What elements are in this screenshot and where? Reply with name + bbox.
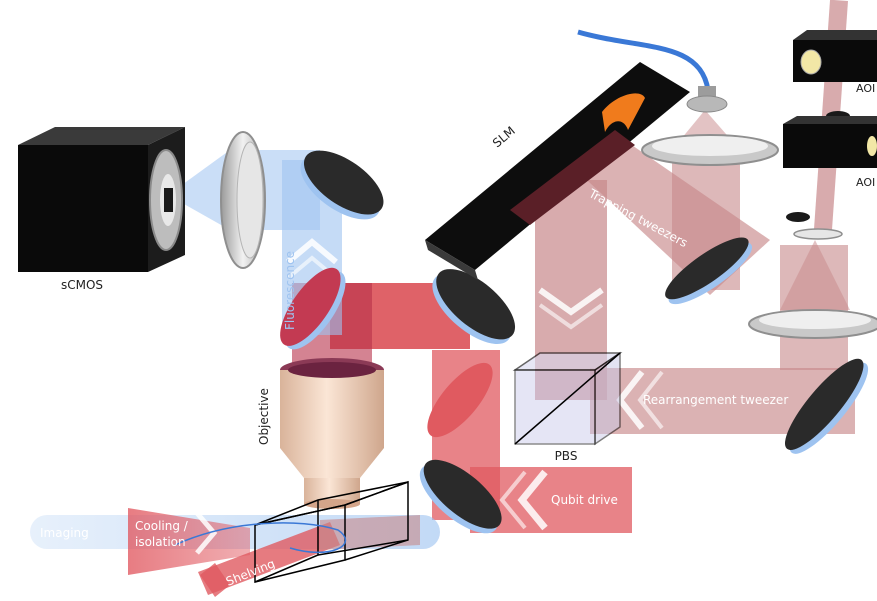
objective-label: Objective [257,388,271,445]
objective-lens [280,358,384,509]
aod-bottom-topface [783,116,877,124]
right-lens-face [759,311,871,329]
pbs-cube-side [595,353,620,444]
scmos-label: sCMOS [61,278,103,292]
aod-top-topface [793,30,877,40]
aod-bottom-front [783,124,877,168]
aod-top [793,30,877,82]
qubit-drive-label: Qubit drive [551,493,618,507]
aod-bottom [783,116,877,168]
rearrangement-tweezer-label: Rearrangement tweezer [643,393,788,407]
objective-top-inner [288,362,376,378]
scmos-camera [18,127,185,272]
collimation-lens [642,135,778,165]
scmos-front [18,145,148,272]
aod-spacer-2 [786,212,810,222]
imaging-label: Imaging [40,526,89,540]
pbs-cube [515,353,620,444]
fiber-collimator [687,86,727,112]
fluorescence-label: Fluorescence [283,251,297,330]
pbs-label: PBS [555,449,578,463]
camera-lens [221,132,265,268]
aod-top-label: AOI [856,82,875,95]
scmos-sensor [164,188,173,212]
collimation-lens-face [652,136,768,156]
fiber-collimator-base [687,96,727,112]
right-lens [749,310,877,338]
aod-top-window [801,50,821,74]
camera-lens-face [237,142,263,258]
cooling-label-line1: Cooling / [135,519,189,533]
cooling-label-line2: isolation [135,535,186,549]
aod-bottom-window [867,136,877,156]
objective-upper-body [280,370,384,448]
aod-bottom-label: AOI [856,176,875,189]
cell-beam [320,515,420,550]
objective-taper [280,448,384,478]
small-lens-right [794,229,842,239]
slm-label: SLM [490,124,518,151]
